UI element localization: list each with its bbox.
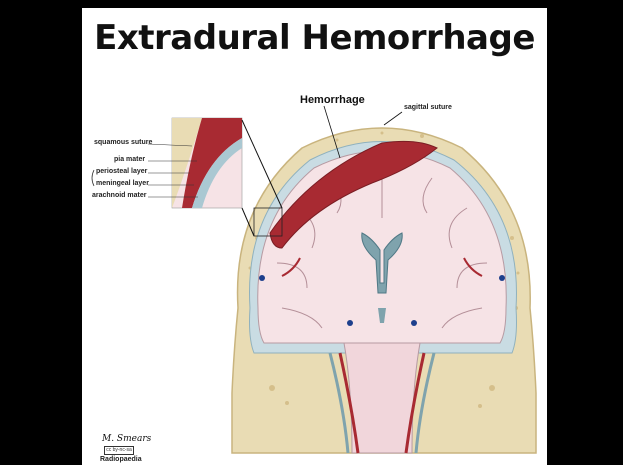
squamous-suture-label: squamous suture [94, 139, 152, 146]
pia-mater-label: pia mater [114, 156, 145, 163]
dura-bracket [92, 170, 94, 186]
right-sinus [499, 275, 505, 281]
head-cross-section [82, 8, 547, 465]
license-badge: cc by-nc-sa [104, 446, 134, 455]
sagittal-suture-label: sagittal suture [404, 104, 452, 111]
brand-label: Radiopaedia [100, 456, 142, 463]
artist-signature: M. Smears [102, 434, 151, 444]
arachnoid-mater-label: arachnoid mater [92, 192, 146, 199]
left-deep-vessel [347, 320, 353, 326]
left-sinus [259, 275, 265, 281]
sagittal-suture-leader [384, 112, 402, 125]
hemorrhage-label: Hemorrhage [300, 94, 365, 106]
meningeal-layer-label: meningeal layer [96, 180, 149, 187]
right-deep-vessel [411, 320, 417, 326]
illustration-panel: Extradural Hemorrhage [82, 8, 547, 465]
periosteal-layer-label: periosteal layer [96, 168, 147, 175]
zoom-inset [172, 118, 242, 208]
